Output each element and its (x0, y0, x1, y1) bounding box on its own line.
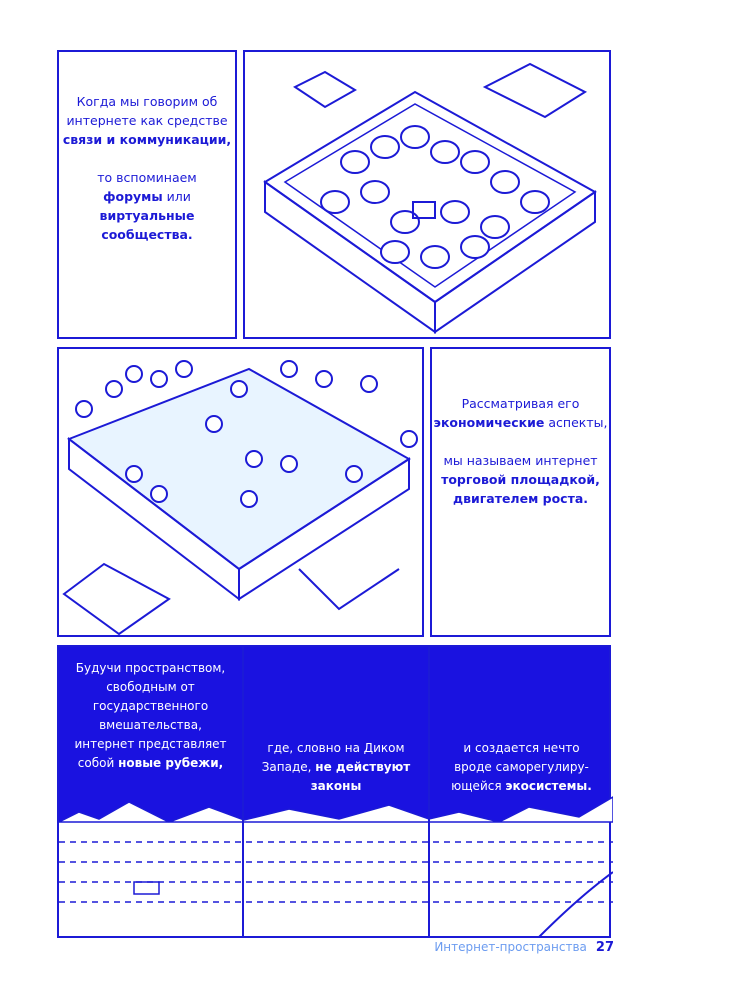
mountains-and-plain-drawing (59, 796, 613, 938)
panel-border (428, 647, 430, 936)
caption-line: собой (77, 756, 119, 770)
caption-line: государственного (92, 699, 209, 713)
caption-line: вмешательства, (99, 718, 202, 732)
panel-forums-caption: Когда мы говорим об интернете как средст… (57, 50, 237, 339)
forum-plaza-drawing (263, 62, 597, 334)
caption-line: вроде саморегулиру- (454, 760, 589, 774)
caption-bold: экосистемы. (505, 779, 592, 793)
caption-line: Будучи пространством, (75, 661, 226, 675)
caption-line: интернете как средстве (66, 113, 228, 128)
caption-line: Рассматривая его (461, 396, 580, 411)
caption-line: то вспоминаем (97, 170, 197, 185)
caption-line: или (162, 189, 191, 204)
caption-line: связи и коммуникации, (62, 132, 232, 147)
caption-line: Западе, (261, 760, 316, 774)
caption: Когда мы говорим об интернете как средст… (59, 92, 235, 244)
night-sky (59, 647, 609, 822)
caption-line: аспекты, (544, 415, 608, 430)
caption-bold: экономические (433, 415, 545, 430)
caption-line: ющейся (451, 779, 506, 793)
caption: Рассматривая его экономические аспекты, … (432, 394, 609, 508)
marketplace-drawing (62, 360, 418, 636)
caption-bold: сообщества. (101, 227, 193, 242)
caption-bold: виртуальные (99, 208, 195, 223)
caption-line: мы называем интернет (443, 453, 598, 468)
caption: где, словно на Диком Западе, не действую… (244, 739, 428, 796)
caption-line: Когда мы говорим об (76, 94, 218, 109)
panel-marketplace-illustration (57, 347, 424, 637)
running-footer-section: Интернет-пространства (434, 940, 587, 954)
caption-line: интернет представляет (74, 737, 227, 751)
caption-bold: торговой площадкой, (441, 472, 600, 487)
running-footer: Интернет-пространства 27 (434, 940, 614, 955)
caption-line: и создается нечто (463, 741, 580, 755)
caption-bold: новые рубежи, (118, 756, 224, 770)
panel-economy-caption: Рассматривая его экономические аспекты, … (430, 347, 611, 637)
caption-line: свободным от (106, 680, 195, 694)
panel-forum-plaza-illustration (243, 50, 611, 339)
caption-bold: не действуют (315, 760, 411, 774)
panel-border (242, 647, 244, 936)
caption-bold: законы (310, 779, 362, 793)
panel-night-frontier: Будучи пространством, свободным от госуд… (57, 645, 613, 938)
caption-bold: двигателем роста. (452, 491, 589, 506)
caption-line: где, словно на Диком (267, 741, 405, 755)
caption-bold: форумы (103, 189, 163, 204)
caption: Будучи пространством, свободным от госуд… (59, 659, 242, 773)
caption: и создается нечто вроде саморегулиру- ющ… (430, 739, 613, 796)
page-number: 27 (595, 940, 614, 955)
